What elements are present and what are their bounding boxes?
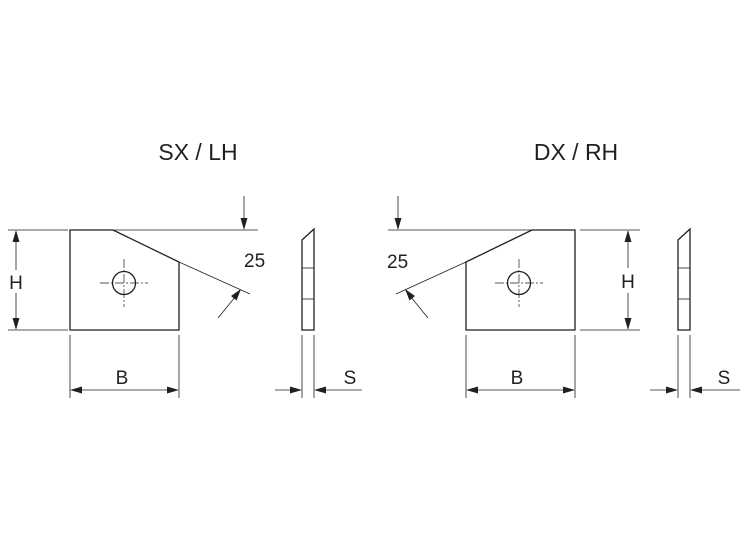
left-thickness-label: S: [344, 368, 357, 389]
right-height-dimension: H: [580, 229, 640, 331]
right-thickness-dimension: S: [650, 335, 740, 398]
right-height-label: H: [621, 272, 635, 293]
right-thickness-label: S: [718, 368, 731, 389]
right-view-title: DX / RH: [534, 139, 618, 165]
right-insert-outline: [465, 229, 576, 331]
left-thickness-dimension: S: [275, 335, 362, 398]
right-side-view: [677, 227, 691, 331]
right-angle-label: 25: [387, 252, 408, 273]
right-width-label: B: [511, 368, 524, 389]
left-angle-label: 25: [244, 251, 265, 272]
right-angle-dimension: 25: [387, 196, 532, 319]
left-height-label: H: [9, 273, 23, 294]
left-side-outline: [301, 227, 315, 331]
left-view-title: SX / LH: [158, 139, 237, 165]
left-insert-outline: [69, 229, 180, 331]
left-side-view: [301, 227, 315, 331]
left-height-dimension: H: [8, 229, 68, 331]
left-width-label: B: [116, 368, 129, 389]
left-width-dimension: B: [69, 335, 180, 398]
right-width-dimension: B: [465, 335, 576, 398]
right-hand-insert-view: DX / RH H B: [387, 139, 740, 398]
right-side-outline: [677, 227, 691, 331]
left-angle-dimension: 25: [113, 196, 265, 319]
left-hand-insert-view: SX / LH H B: [8, 139, 362, 398]
